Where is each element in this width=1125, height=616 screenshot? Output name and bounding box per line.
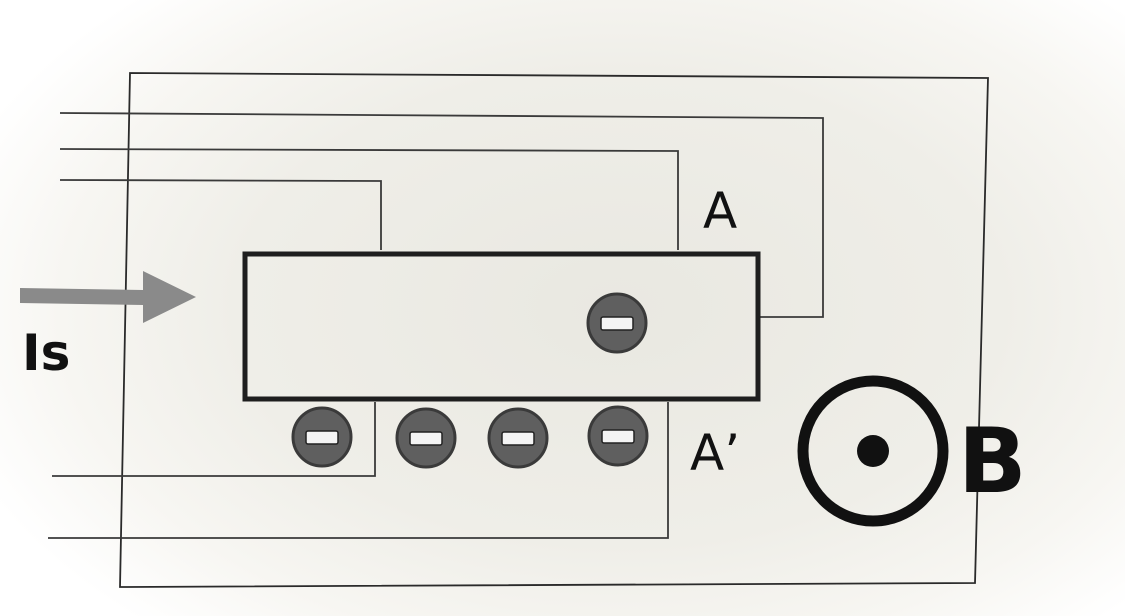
terminal-a-label: A bbox=[703, 182, 737, 240]
sample-bar bbox=[242, 251, 761, 402]
charge-below-4 bbox=[587, 405, 649, 467]
charge-below-2 bbox=[395, 407, 457, 469]
wire-bottom-a-prime bbox=[48, 402, 669, 539]
wire-top-center bbox=[59, 179, 382, 250]
charge-inside-sample bbox=[586, 292, 648, 354]
magnetic-field-label: B bbox=[958, 409, 1027, 514]
current-arrow bbox=[20, 271, 196, 323]
wire-top-right bbox=[59, 112, 824, 318]
wire-top-a bbox=[59, 148, 679, 250]
terminal-a-prime-label: A’ bbox=[690, 424, 740, 482]
current-label: Is bbox=[22, 324, 70, 382]
charge-below-3 bbox=[487, 407, 549, 469]
magnetic-field-dot bbox=[857, 435, 889, 467]
charge-below-1 bbox=[291, 406, 353, 468]
outer-frame bbox=[119, 72, 989, 588]
wire-bottom-center bbox=[52, 402, 376, 477]
magnetic-field-out-icon bbox=[797, 375, 949, 527]
